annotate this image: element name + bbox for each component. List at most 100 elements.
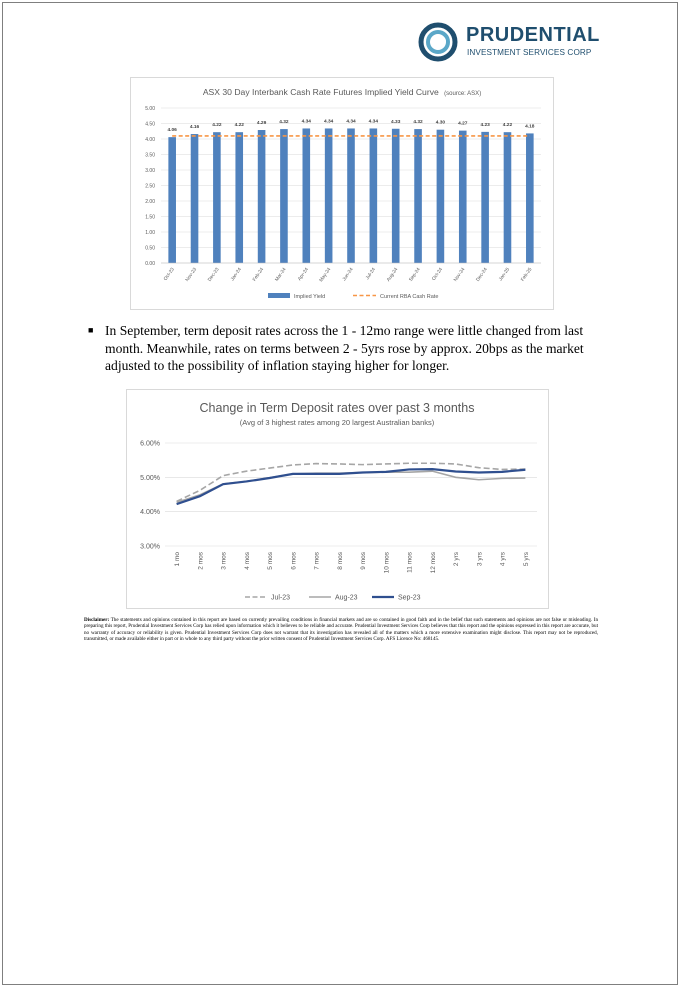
chart2-x-tick-label: 11 mos [407, 551, 414, 573]
chart2-legend-label-jul-23: Jul-23 [271, 595, 290, 602]
chart2-legend-label-aug-23: Aug-23 [335, 595, 358, 602]
chart1-x-tick-label: Mar-24 [274, 266, 288, 282]
term-deposit-chart-svg: Change in Term Deposit rates over past 3… [140, 401, 537, 602]
chart1-bar [302, 128, 311, 263]
chart1-x-tick-label: Aug-24 [386, 266, 400, 282]
chart1-x-tick-label: Feb-25 [520, 266, 534, 282]
chart1-bar [526, 133, 534, 263]
chart1-y-tick-label: 3.00 [145, 168, 155, 174]
chart1-bar-label: 4.27 [458, 121, 468, 127]
chart1-legend-swatch-implied [268, 293, 290, 298]
chart2-legend: Jul-23 Aug-23 Sep-23 [245, 595, 421, 602]
chart2-x-tick-label: 1 mo [174, 552, 181, 567]
chart1-bar-label: 4.22 [503, 122, 513, 128]
chart1-bar-label: 4.34 [324, 118, 334, 124]
chart1-x-tick-label: May-24 [318, 266, 332, 283]
logo-name: PRUDENTIAL [466, 24, 600, 46]
chart1-bar [190, 134, 199, 263]
chart2-y-tick-label: 5.00% [140, 475, 160, 482]
chart1-title: ASX 30 Day Interbank Cash Rate Futures I… [203, 87, 481, 97]
disclaimer-text: The statements and opinions contained in… [84, 617, 598, 642]
chart1-bar [369, 128, 378, 263]
chart2-x-tick-label: 10 mos [383, 551, 390, 573]
chart1-y-tick-label: 1.50 [145, 215, 155, 221]
chart1-bar-label: 4.16 [190, 124, 200, 130]
chart1-y-tick-label: 4.00 [145, 137, 155, 143]
chart2-x-tick-label: 5 mos [267, 551, 274, 569]
chart1-bar [235, 132, 244, 263]
chart2-x-tick-label: 5 yrs [523, 551, 530, 566]
chart1-x-tick-label: Dec-24 [475, 266, 489, 282]
chart1-bar [257, 130, 266, 263]
chart2-legend-label-sep-23: Sep-23 [398, 595, 421, 602]
chart1-bar-label: 4.22 [235, 122, 245, 128]
chart1-y-tick-label: 2.00 [145, 199, 155, 205]
chart1-y-tick-label: 5.00 [145, 106, 155, 112]
chart2-x-tick-label: 8 mos [337, 551, 344, 569]
chart1-x-tick-label: Apr-24 [297, 266, 310, 282]
chart1-bar [168, 137, 176, 263]
chart1-bar [347, 128, 355, 263]
chart2-x-tick-label: 12 mos [430, 551, 437, 573]
logo-ring-icon [418, 22, 458, 62]
chart1-title-main: ASX 30 Day Interbank Cash Rate Futures I… [203, 87, 439, 97]
bullet-marker-icon: ■ [88, 325, 94, 335]
chart2-title: Change in Term Deposit rates over past 3… [200, 401, 475, 415]
asx-yield-chart: ASX 30 Day Interbank Cash Rate Futures I… [130, 77, 554, 310]
chart1-x-tick-label: Sep-24 [408, 266, 422, 282]
chart1-bar-label: 4.34 [346, 118, 356, 124]
chart2-y-axis: 3.00%4.00%5.00%6.00% [140, 441, 160, 551]
chart1-bar [458, 130, 467, 263]
chart2-x-tick-label: 3 mos [221, 551, 228, 569]
chart2-x-tick-label: 9 mos [360, 551, 367, 569]
chart1-y-tick-label: 1.00 [145, 230, 155, 236]
logo-subtitle: INVESTMENT SERVICES CORP [467, 48, 592, 57]
chart2-series-line-jul-23 [176, 462, 526, 503]
chart2-x-tick-label: 4 yrs [500, 551, 507, 566]
chart2-x-tick-label: 2 mos [197, 551, 204, 569]
chart2-series-line-aug-23 [176, 470, 526, 504]
chart1-x-tick-label: Jul-24 [365, 266, 378, 280]
chart1-bar-label: 4.34 [369, 118, 379, 124]
chart2-x-tick-label: 6 mos [290, 551, 297, 569]
chart2-x-tick-label: 7 mos [314, 551, 321, 569]
chart1-x-tick-label: Jan-24 [230, 266, 244, 282]
asx-yield-chart-svg: ASX 30 Day Interbank Cash Rate Futures I… [145, 87, 541, 300]
chart1-bar-label: 4.32 [279, 119, 289, 125]
chart1-x-tick-label: Nov-23 [184, 266, 198, 282]
chart1-bar-label: 4.23 [480, 122, 490, 128]
chart1-x-tick-label: Jan-25 [498, 266, 512, 282]
chart1-x-tick-label: Oct-23 [163, 266, 176, 282]
chart2-y-tick-label: 4.00% [140, 509, 160, 516]
chart1-bar-label: 4.30 [436, 120, 446, 126]
chart1-legend-label-rba: Current RBA Cash Rate [380, 294, 438, 300]
chart1-y-tick-label: 2.50 [145, 184, 155, 190]
chart1-bar-label: 4.34 [302, 118, 312, 124]
chart1-bar-label: 4.18 [525, 123, 535, 129]
chart1-y-tick-label: 0.00 [145, 261, 155, 267]
chart1-bar-label: 4.29 [257, 120, 267, 126]
chart1-x-tick-label: Feb-24 [252, 266, 266, 282]
chart1-bars [168, 128, 534, 263]
chart1-bar-label: 4.32 [413, 119, 423, 125]
chart1-bar [213, 132, 221, 263]
chart1-x-tick-label: Nov-24 [453, 266, 467, 282]
chart2-subtitle: (Avg of 3 highest rates among 20 largest… [240, 418, 435, 427]
chart1-bar [436, 129, 445, 263]
disclaimer-label: Disclaimer: [84, 617, 110, 623]
chart1-x-tick-label: Oct-24 [431, 266, 444, 282]
chart1-y-tick-label: 4.50 [145, 122, 155, 128]
company-logo: PRUDENTIAL INVESTMENT SERVICES CORP [418, 22, 600, 62]
chart2-y-tick-label: 6.00% [140, 441, 160, 448]
chart1-bar [414, 129, 422, 263]
term-deposit-chart: Change in Term Deposit rates over past 3… [126, 389, 549, 609]
chart1-rba-line [161, 135, 541, 264]
chart1-x-tick-label: Jun-24 [341, 266, 355, 282]
chart2-x-tick-label: 2 yrs [453, 551, 460, 566]
chart1-bar [481, 131, 489, 263]
